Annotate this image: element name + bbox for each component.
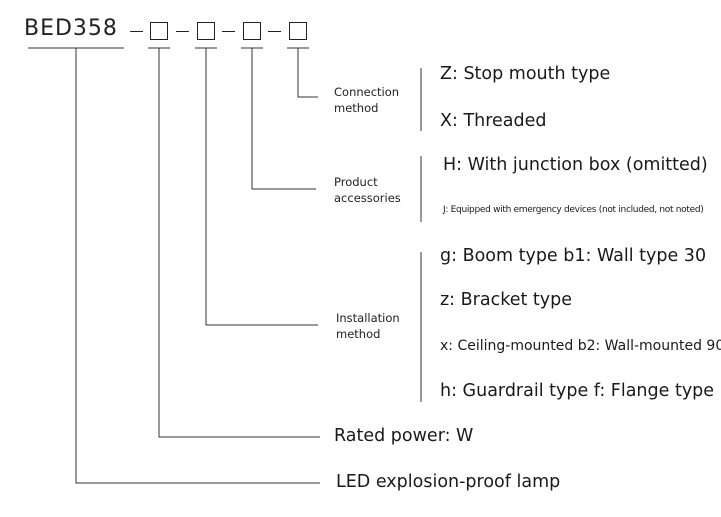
accessories-label-line1: Product	[334, 175, 378, 189]
connection-label-line1: Connection	[334, 85, 400, 99]
code-box-accessories	[243, 22, 261, 40]
connection-option-x: X: Threaded	[440, 111, 547, 131]
code-box-power	[150, 22, 168, 40]
separator-dash	[268, 31, 281, 32]
installation-option-h: h: Guardrail type f: Flange type	[440, 381, 715, 401]
installation-option-g: g: Boom type b1: Wall type 30	[440, 246, 707, 266]
model-prefix: BED358	[24, 16, 118, 41]
accessories-leader	[251, 48, 316, 190]
installation-label: Installation method	[336, 310, 400, 342]
connection-leader	[297, 48, 318, 98]
installation-label-line2: method	[336, 327, 381, 341]
installation-label-line1: Installation	[336, 311, 400, 325]
product-name-label: LED explosion-proof lamp	[336, 472, 561, 492]
installation-option-x: x: Ceiling-mounted b2: Wall-mounted 90	[440, 338, 721, 354]
rated-power-label: Rated power: W	[334, 426, 474, 446]
separator-dash	[176, 31, 189, 32]
product-leader	[75, 48, 320, 484]
accessories-label-line2: accessories	[334, 191, 401, 205]
accessories-label: Product accessories	[334, 174, 401, 206]
separator-dash	[222, 31, 235, 32]
accessories-option-j: J: Equipped with emergency devices (not …	[443, 205, 704, 215]
connection-label: Connection method	[334, 84, 399, 116]
connection-label-line2: method	[334, 101, 379, 115]
separator-dash	[130, 31, 143, 32]
installation-option-z: z: Bracket type	[440, 290, 572, 310]
code-box-installation	[197, 22, 215, 40]
code-box-connection	[289, 22, 307, 40]
connection-option-z: Z: Stop mouth type	[440, 64, 611, 84]
power-leader	[158, 48, 320, 438]
accessories-option-h: H: With junction box (omitted)	[443, 155, 708, 175]
installation-leader	[205, 48, 318, 326]
